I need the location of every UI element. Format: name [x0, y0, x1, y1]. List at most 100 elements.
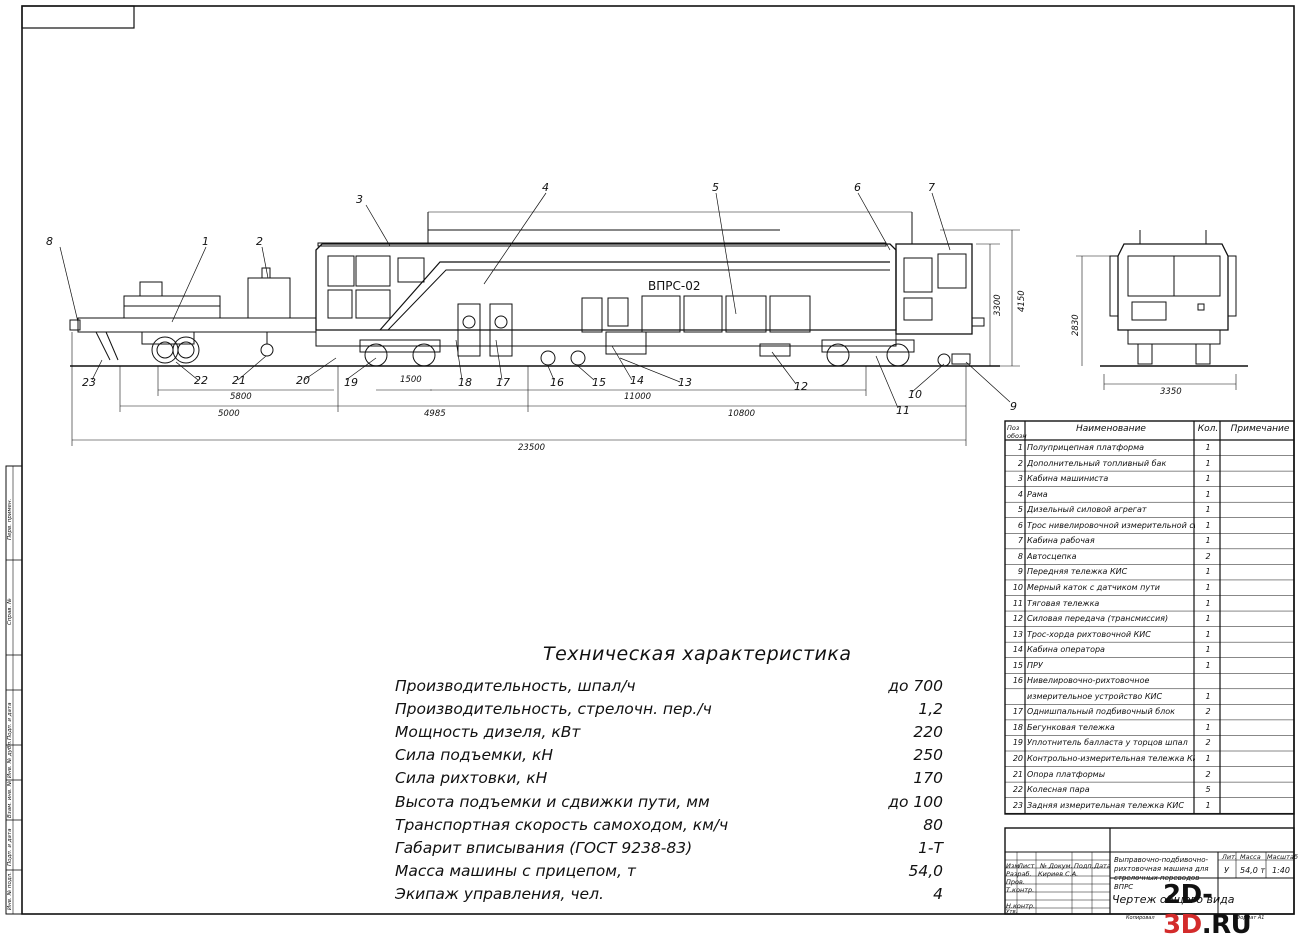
- svg-text:10800: 10800: [728, 409, 755, 419]
- spec-row-name: Тяговая тележка: [1027, 598, 1100, 608]
- tech-row-value: 1,2: [918, 700, 943, 719]
- spec-row-name: Дизельный силовой агрегат: [1027, 505, 1147, 515]
- spec-row-qty: 1: [1205, 505, 1211, 515]
- model-label: ВПРС-02: [648, 279, 700, 293]
- spec-row-pos: 5: [1017, 505, 1023, 515]
- tech-row-name: Сила подъемки, кН: [395, 746, 554, 765]
- pos-18: 18: [458, 376, 472, 389]
- spec-row-qty: 1: [1205, 691, 1211, 701]
- side-stamp-5: Взам. инв. №: [7, 780, 13, 818]
- tb-nkontr: Н.контр.: [1006, 902, 1036, 910]
- spec-header-name: Наименование: [1076, 424, 1146, 434]
- spec-row-pos: 14: [1012, 645, 1023, 655]
- spec-header-qty: Кол.: [1197, 424, 1219, 434]
- tech-row: Масса машины с прицепом, т 54,0: [395, 862, 955, 885]
- trailer-wheel: [151, 336, 179, 364]
- spec-row-pos: 17: [1012, 707, 1023, 717]
- position-numbers: 8 1 2 3 4 5 6 7 9 10 11 12 13 14 15 16 1…: [46, 181, 1017, 417]
- spec-row-name: измерительное устройство КИС: [1027, 691, 1163, 701]
- spec-row-pos: 20: [1012, 754, 1023, 763]
- spec-row-name: Передняя тележка КИС: [1027, 567, 1128, 577]
- main-body: [315, 243, 897, 331]
- pos-3: 3: [356, 193, 363, 206]
- svg-text:1500: 1500: [400, 375, 422, 385]
- spec-row-qty: 1: [1205, 754, 1211, 763]
- pos-22: 22: [194, 374, 208, 387]
- spec-row-pos: 21: [1012, 769, 1023, 779]
- spec-row-pos: 9: [1017, 567, 1023, 577]
- tech-row-value: 80: [923, 815, 943, 834]
- tech-row-value: 4: [933, 884, 943, 903]
- pos-6: 6: [854, 181, 861, 194]
- pos-16: 16: [550, 376, 564, 389]
- tech-row-value: до 700: [888, 677, 943, 695]
- spec-row-pos: 13: [1012, 629, 1023, 639]
- tech-row-value: до 100: [888, 792, 943, 811]
- spec-row-name: Автосцепка: [1027, 551, 1077, 561]
- tech-row-value: 1-Т: [918, 838, 943, 857]
- site-watermark: 2D-3D.RU: [1163, 880, 1300, 940]
- spec-row-qty: 1: [1205, 536, 1211, 546]
- tech-row-name: Экипаж управления, чел.: [395, 884, 604, 903]
- tb-mass-label: Масса: [1240, 853, 1261, 861]
- spec-row-name: Задняя измерительная тележка КИС: [1027, 800, 1184, 810]
- pos-13: 13: [678, 376, 692, 389]
- trailer-platform: [77, 317, 317, 333]
- tech-row-value: 54,0: [908, 861, 943, 880]
- spec-row-pos: 3: [1017, 474, 1023, 484]
- dimension-lines: [71, 229, 1020, 446]
- spec-header-pos: Поз обозн: [1007, 424, 1027, 440]
- tb-doc: № Докум.: [1040, 862, 1073, 870]
- spec-header-note: Примечание: [1230, 424, 1290, 434]
- front-coupler: [971, 317, 985, 327]
- tb-mass: 54,0 т: [1240, 866, 1266, 875]
- spec-row-name: Кабина оператора: [1027, 645, 1105, 655]
- tech-row-name: Масса машины с прицепом, т: [395, 861, 636, 880]
- spec-row-name: Дополнительный топливный бак: [1027, 458, 1167, 468]
- spec-row-name: ПРУ: [1027, 660, 1043, 670]
- pos-17: 17: [496, 376, 510, 389]
- pos-10: 10: [908, 388, 922, 401]
- front-bogie: [821, 339, 915, 367]
- drawing-canvas: ВПРС-02 8 1 2 3 4 5 6 7 9 10: [5, 5, 1295, 915]
- pos-21: 21: [232, 374, 246, 387]
- svg-text:4985: 4985: [424, 409, 446, 419]
- tb-razrab-name: Кириев С.А.: [1038, 870, 1079, 878]
- spec-row-pos: 12: [1012, 614, 1023, 624]
- spec-row-name: Трос-хорда рихтовочной КИС: [1027, 629, 1151, 639]
- spec-row-pos: 23: [1012, 800, 1023, 810]
- platform-support: [260, 343, 274, 357]
- spec-row-name: Кабина машиниста: [1027, 474, 1109, 484]
- tb-scale-label: Масштаб: [1267, 853, 1298, 861]
- work-cab: [895, 243, 973, 335]
- tb-utv: Утв.: [1006, 909, 1018, 915]
- title-block-grid: [1004, 827, 1295, 915]
- side-stamp-6: Подп. и дата: [7, 828, 13, 866]
- spec-row-name: Трос нивелировочной измерительной систем…: [1027, 520, 1195, 530]
- tb-prov: Пров.: [1006, 878, 1025, 886]
- tb-lit-label: Лит.: [1222, 853, 1237, 861]
- pos-5: 5: [712, 181, 719, 194]
- tech-row: Габарит вписывания (ГОСТ 9238-83) 1-Т: [395, 839, 955, 862]
- pos-7: 7: [928, 181, 935, 194]
- spec-row-pos: 10: [1012, 582, 1023, 592]
- tb-product-name: Выправочно-подбивочно-рихтовочная машина…: [1114, 856, 1209, 891]
- tech-row: Экипаж управления, чел. 4: [395, 885, 955, 908]
- tb-scale: 1:40: [1272, 866, 1290, 875]
- spec-row-name: Мерный каток с датчиком пути: [1027, 582, 1160, 592]
- side-stamp-4: Инв. № дубл.: [7, 740, 13, 778]
- spec-row-name: Кабина рабочая: [1027, 536, 1095, 546]
- pos-15: 15: [592, 376, 606, 389]
- spec-row-qty: 1: [1205, 614, 1211, 624]
- tech-row-name: Производительность, шпал/ч: [395, 677, 636, 695]
- spec-row-qty: 1: [1205, 520, 1211, 530]
- side-stamp-7: Инв. № подл.: [7, 872, 13, 910]
- spec-row-qty: 5: [1205, 785, 1211, 795]
- spec-row-name: Рама: [1027, 489, 1048, 499]
- tech-row-name: Габарит вписывания (ГОСТ 9238-83): [395, 838, 693, 857]
- dim-2830: 2830: [1071, 314, 1081, 336]
- pos-2: 2: [256, 235, 263, 248]
- watermark-part2: 3D: [1163, 910, 1202, 940]
